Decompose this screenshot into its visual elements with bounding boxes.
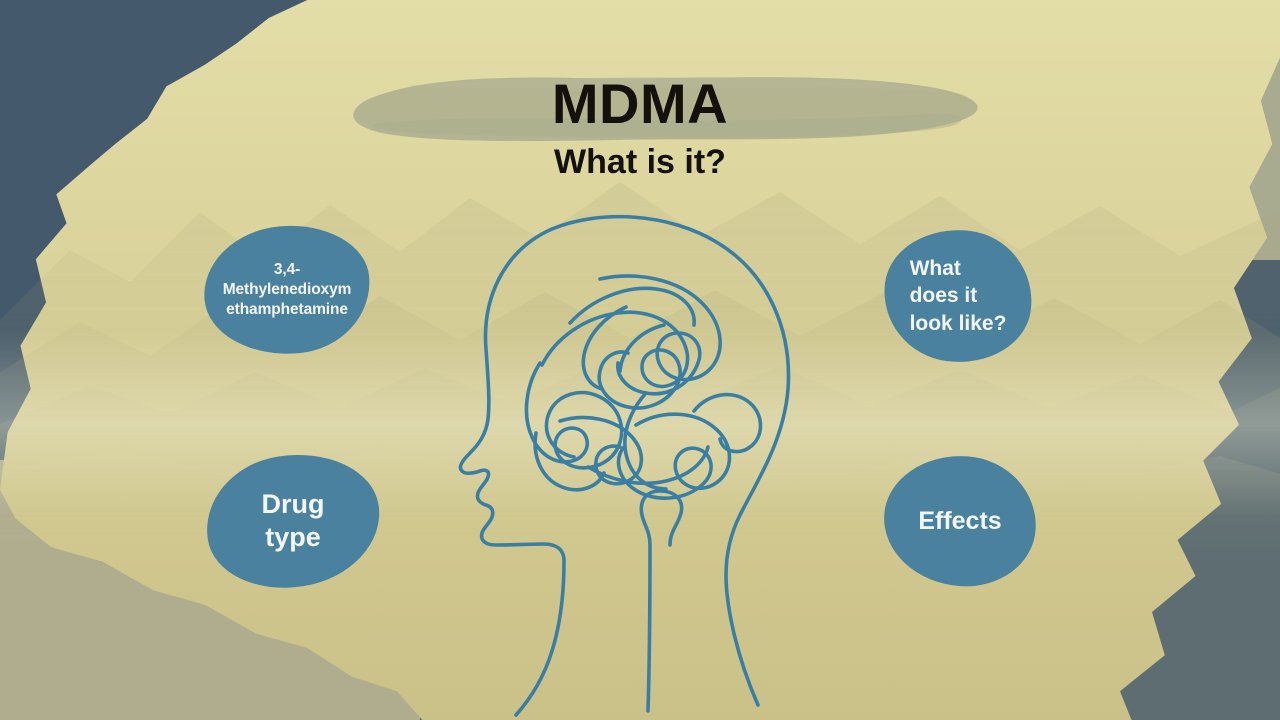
bubble-effects[interactable]: Effects <box>879 450 1041 592</box>
title-block: MDMA What is it? <box>0 72 1280 182</box>
page-title: MDMA <box>551 72 729 135</box>
bubble-chemical-name-label: 3,4- Methylenedioxym ethamphetamine <box>222 261 352 318</box>
bubble-appearance-label: What does it look like? <box>909 257 1007 335</box>
bubble-appearance[interactable]: What does it look like? <box>876 221 1040 371</box>
bubble-chemical-name[interactable]: 3,4- Methylenedioxym ethamphetamine <box>198 219 376 361</box>
bubble-drug-type[interactable]: Drug type <box>196 442 390 600</box>
page-subtitle: What is it? <box>554 143 726 182</box>
bubble-effects-label: Effects <box>918 507 1002 535</box>
bubble-drug-type-label: Drug type <box>261 489 325 552</box>
